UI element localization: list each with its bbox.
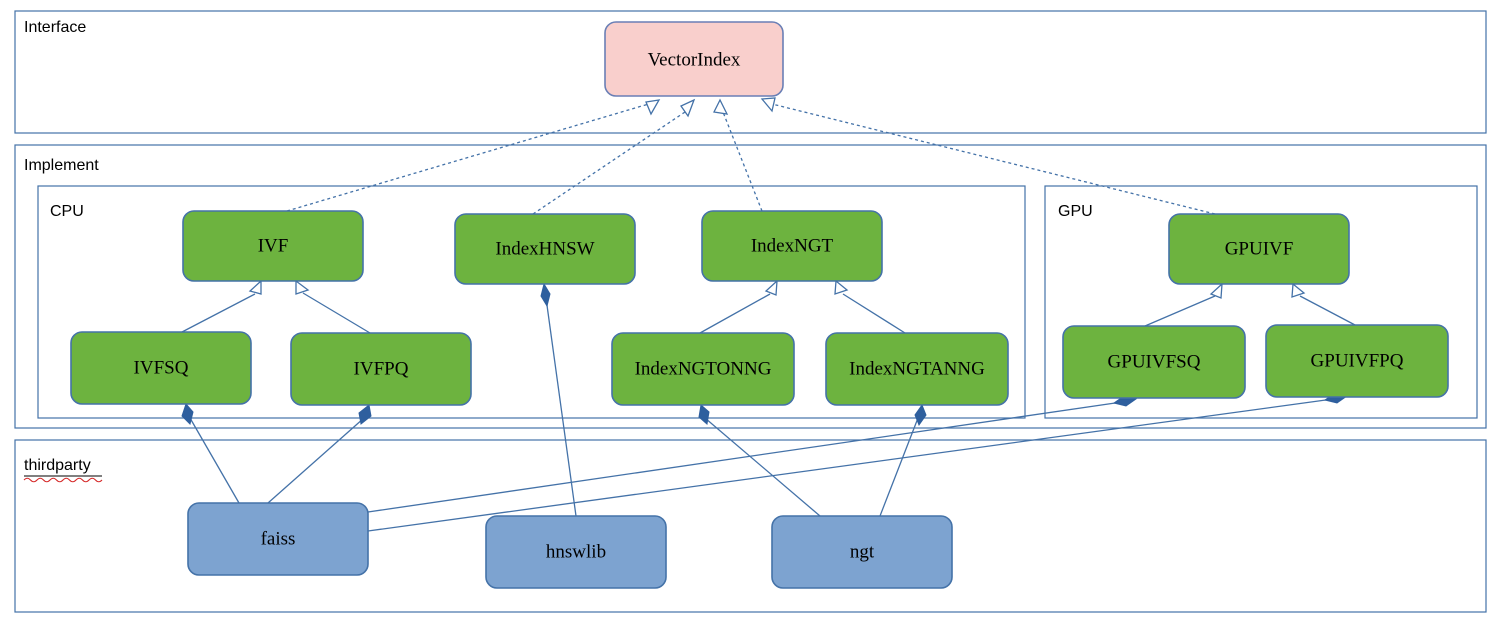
node-ngt[interactable]: ngt (771, 515, 953, 589)
node-faiss-rect[interactable] (187, 502, 369, 576)
node-faiss-label: faiss (261, 528, 296, 549)
node-indexngtanng[interactable]: IndexNGTANNG (825, 332, 1009, 406)
edge-indexngtanng-to-indexngt[interactable] (834, 279, 906, 334)
edge-ngt-to-indexngtonng[interactable] (698, 404, 821, 517)
group-interface-label: Interface (24, 19, 86, 36)
node-indexngt[interactable]: IndexNGT (701, 210, 883, 282)
node-gpuivfpq-label: GPUIVFPQ (1311, 350, 1404, 371)
node-gpuivfsq-rect[interactable] (1062, 325, 1246, 399)
node-ngt-rect[interactable] (771, 515, 953, 589)
edge-gpuivfsq-to-gpuivf[interactable] (1144, 282, 1223, 327)
node-indexngt-rect[interactable] (701, 210, 883, 282)
node-gpuivfpq[interactable]: GPUIVFPQ (1265, 324, 1449, 398)
node-indexngt-label: IndexNGT (751, 235, 834, 256)
node-hnswlib-label: hnswlib (546, 541, 606, 562)
edge-ivfsq-to-ivf[interactable] (181, 279, 262, 333)
edge-ngt-to-indexngtanng[interactable] (879, 403, 927, 517)
node-vectorindex-label: VectorIndex (648, 49, 741, 70)
node-indexngtonng-label: IndexNGTONNG (635, 358, 772, 379)
edge-gpuivfpq-to-gpuivf[interactable] (1291, 282, 1356, 326)
edge-faiss-to-ivfpq[interactable] (267, 404, 372, 504)
node-ivfpq[interactable]: IVFPQ (290, 332, 472, 406)
group-thirdparty-label: thirdparty (24, 457, 91, 474)
node-ivfpq-rect[interactable] (290, 332, 472, 406)
node-ivf-label: IVF (258, 235, 289, 256)
node-hnswlib-rect[interactable] (485, 515, 667, 589)
edge-faiss-to-ivfsq[interactable] (181, 403, 240, 504)
group-gpu-label: GPU (1058, 203, 1093, 220)
node-gpuivfsq-label: GPUIVFSQ (1108, 351, 1201, 372)
node-indexngtonng[interactable]: IndexNGTONNG (611, 332, 795, 406)
node-ivfsq[interactable]: IVFSQ (70, 331, 252, 405)
thirdparty-spellcheck-squiggle (23, 477, 103, 483)
edge-gpuivf-to-vectorindex[interactable] (760, 97, 1216, 215)
node-indexhnsw-rect[interactable] (454, 213, 636, 285)
node-ngt-label: ngt (850, 541, 875, 562)
node-indexhnsw[interactable]: IndexHNSW (454, 213, 636, 285)
edge-indexngt-to-vectorindex[interactable] (713, 98, 763, 212)
group-cpu-label: CPU (50, 203, 84, 220)
edge-indexhnsw-to-vectorindex[interactable] (532, 98, 696, 215)
edge-indexngtonng-to-indexngt[interactable] (699, 279, 778, 334)
node-gpuivfpq-rect[interactable] (1265, 324, 1449, 398)
node-indexngtanng-label: IndexNGTANNG (849, 358, 985, 379)
edge-hnswlib-to-indexhnsw[interactable] (540, 282, 577, 517)
node-hnswlib[interactable]: hnswlib (485, 515, 667, 589)
node-indexngtonng-rect[interactable] (611, 332, 795, 406)
node-ivfpq-label: IVFPQ (354, 358, 409, 379)
edge-ivfpq-to-ivf[interactable] (295, 279, 371, 334)
node-ivfsq-rect[interactable] (70, 331, 252, 405)
node-vectorindex-rect[interactable] (604, 21, 784, 97)
group-implement-label: Implement (24, 157, 99, 174)
node-gpuivf[interactable]: GPUIVF (1168, 213, 1350, 285)
node-gpuivfsq[interactable]: GPUIVFSQ (1062, 325, 1246, 399)
node-faiss[interactable]: faiss (187, 502, 369, 576)
node-gpuivf-rect[interactable] (1168, 213, 1350, 285)
node-vectorindex[interactable]: VectorIndex (604, 21, 784, 97)
node-gpuivf-label: GPUIVF (1225, 238, 1294, 259)
node-indexngtanng-rect[interactable] (825, 332, 1009, 406)
node-ivf[interactable]: IVF (182, 210, 364, 282)
node-ivf-rect[interactable] (182, 210, 364, 282)
edge-ivf-to-vectorindex[interactable] (286, 99, 661, 212)
node-indexhnsw-label: IndexHNSW (495, 238, 594, 259)
node-ivfsq-label: IVFSQ (134, 357, 189, 378)
